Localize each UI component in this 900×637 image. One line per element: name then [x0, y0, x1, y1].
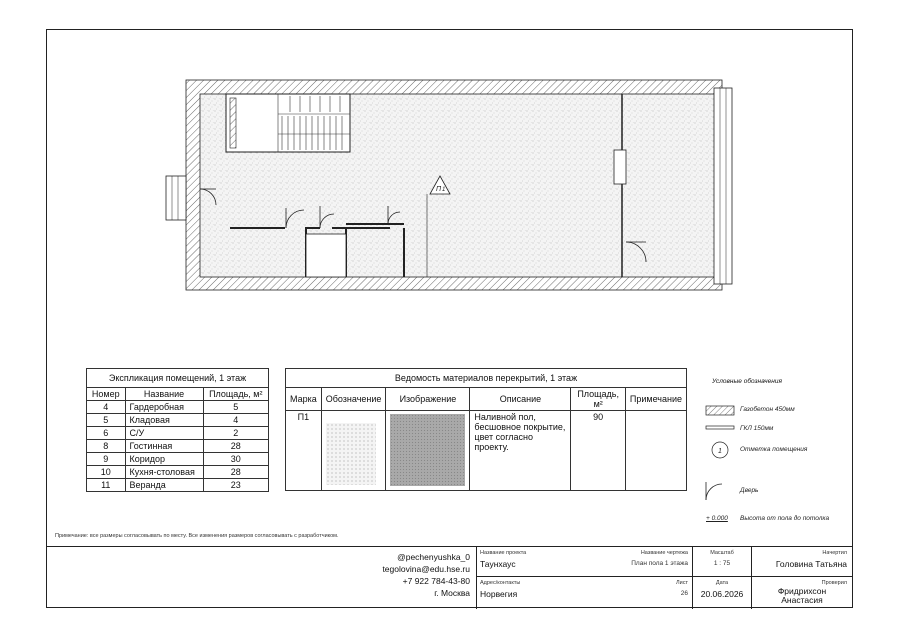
sheet-value: 26 [680, 590, 688, 597]
sheet-label: Лист [676, 580, 688, 586]
material-note [624, 410, 688, 491]
room-name: Кладовая [124, 413, 204, 427]
drawing-value: План пола 1 этажа [631, 560, 688, 567]
room-number: 6 [86, 426, 126, 440]
room-area: 30 [202, 452, 270, 466]
material-area: 90 [570, 410, 626, 491]
room-mark-icon [711, 441, 729, 459]
checked-label: Проверил [821, 580, 847, 586]
materials-header-area: Площадь, м² [570, 387, 626, 411]
floor-plan: П 1 [165, 79, 733, 291]
material-mark: П1 [285, 410, 322, 491]
room-area: 5 [202, 400, 270, 414]
room-area: 23 [202, 478, 270, 492]
scale-value: 1 : 75 [713, 560, 731, 567]
materials-header-mark: Марка [285, 387, 322, 411]
stamp-divider [476, 576, 853, 577]
thin-wall-icon [705, 425, 735, 430]
room-name: Гостинная [124, 439, 204, 453]
material-image-swatch [385, 410, 471, 491]
material-description: Наливной пол, бесшовное покрытие, цвет с… [469, 410, 572, 491]
project-label: Название проекта [480, 550, 527, 556]
room-number: 8 [86, 439, 126, 453]
materials-header-note: Примечание [624, 387, 688, 411]
room-name: Коридор [124, 452, 204, 466]
room-number: 4 [86, 400, 126, 414]
stamp-divider [751, 547, 752, 609]
contact-email: tegolovina@edu.hse.ru [382, 564, 470, 574]
room-name: С/У [124, 426, 204, 440]
stamp-divider [692, 547, 693, 609]
legend-label-level: Высота от пола до потолка [740, 515, 830, 522]
footnote: Примечание: все размеры согласовывать по… [55, 533, 339, 539]
materials-header-image: Изображение [385, 387, 471, 411]
project-value: Таунхаус [480, 559, 516, 569]
scale-label: Масштаб [710, 550, 734, 556]
legend-label-thin-wall: ГКЛ 150мм [740, 425, 774, 432]
room-name: Гардеробная [124, 400, 204, 414]
rooms-table-title: Экспликация помещений, 1 этаж [86, 368, 269, 388]
address-value: Норвегия [480, 589, 518, 599]
contacts-block: @pechenyushka_0 tegolovina@edu.hse.ru +7… [346, 551, 470, 599]
room-number: 5 [86, 413, 126, 427]
room-area: 28 [202, 439, 270, 453]
legend-title: Условные обозначения [712, 378, 782, 385]
materials-header-description: Описание [469, 387, 572, 411]
room-mark-number: 1 [442, 187, 445, 193]
date-value: 20.06.2026 [700, 589, 744, 599]
date-label: Дата [715, 580, 729, 586]
table-row: П1 Наливной пол, бесшовное покрытие, цве… [285, 410, 688, 491]
room-number: 9 [86, 452, 126, 466]
rooms-header-name: Название [124, 387, 204, 401]
room-mark: П [436, 186, 442, 193]
materials-header-designation: Обозначение [320, 387, 387, 411]
room-area: 4 [202, 413, 270, 427]
rooms-header-number: Номер [86, 387, 126, 401]
room-number: 10 [86, 465, 126, 479]
drawn-label: Начертил [822, 550, 847, 556]
rooms-header-area: Площадь, м² [202, 387, 270, 401]
contact-phone: +7 922 784-43-80 [402, 576, 470, 586]
legend-room-mark-symbol: 1 [718, 448, 722, 455]
legend-label-hatch: Газобетон 450мм [740, 406, 795, 413]
address-label: Адрес/контакты [480, 580, 521, 586]
contact-handle: @pechenyushka_0 [397, 552, 470, 562]
room-name: Веранда [124, 478, 204, 492]
checked-value: Фридрихсон Анастасия [777, 586, 827, 605]
drawing-frame [46, 29, 853, 608]
room-number: 11 [86, 478, 126, 492]
room-name: Кухня-столовая [124, 465, 204, 479]
hatch-icon [705, 405, 735, 416]
rooms-table: Экспликация помещений, 1 этаж Номер Назв… [86, 368, 270, 492]
room-area: 2 [202, 426, 270, 440]
level-mark-icon: + 0.000 [706, 515, 728, 522]
drawn-value: Головина Татьяна [775, 559, 847, 569]
contact-city: г. Москва [434, 588, 470, 598]
legend-label-room-mark: Отметка помещения [740, 446, 808, 453]
materials-table-title: Ведомость материалов перекрытий, 1 этаж [285, 368, 687, 388]
stamp-divider [476, 547, 477, 609]
legend-icons: 1 [705, 405, 735, 501]
legend-label-door: Дверь [740, 487, 759, 494]
materials-table: Ведомость материалов перекрытий, 1 этаж … [285, 368, 688, 491]
room-area: 28 [202, 465, 270, 479]
material-designation-swatch [320, 410, 387, 491]
drawing-label: Название чертежа [640, 550, 688, 556]
title-block: @pechenyushka_0 tegolovina@edu.hse.ru +7… [46, 546, 853, 609]
door-icon [705, 482, 723, 501]
